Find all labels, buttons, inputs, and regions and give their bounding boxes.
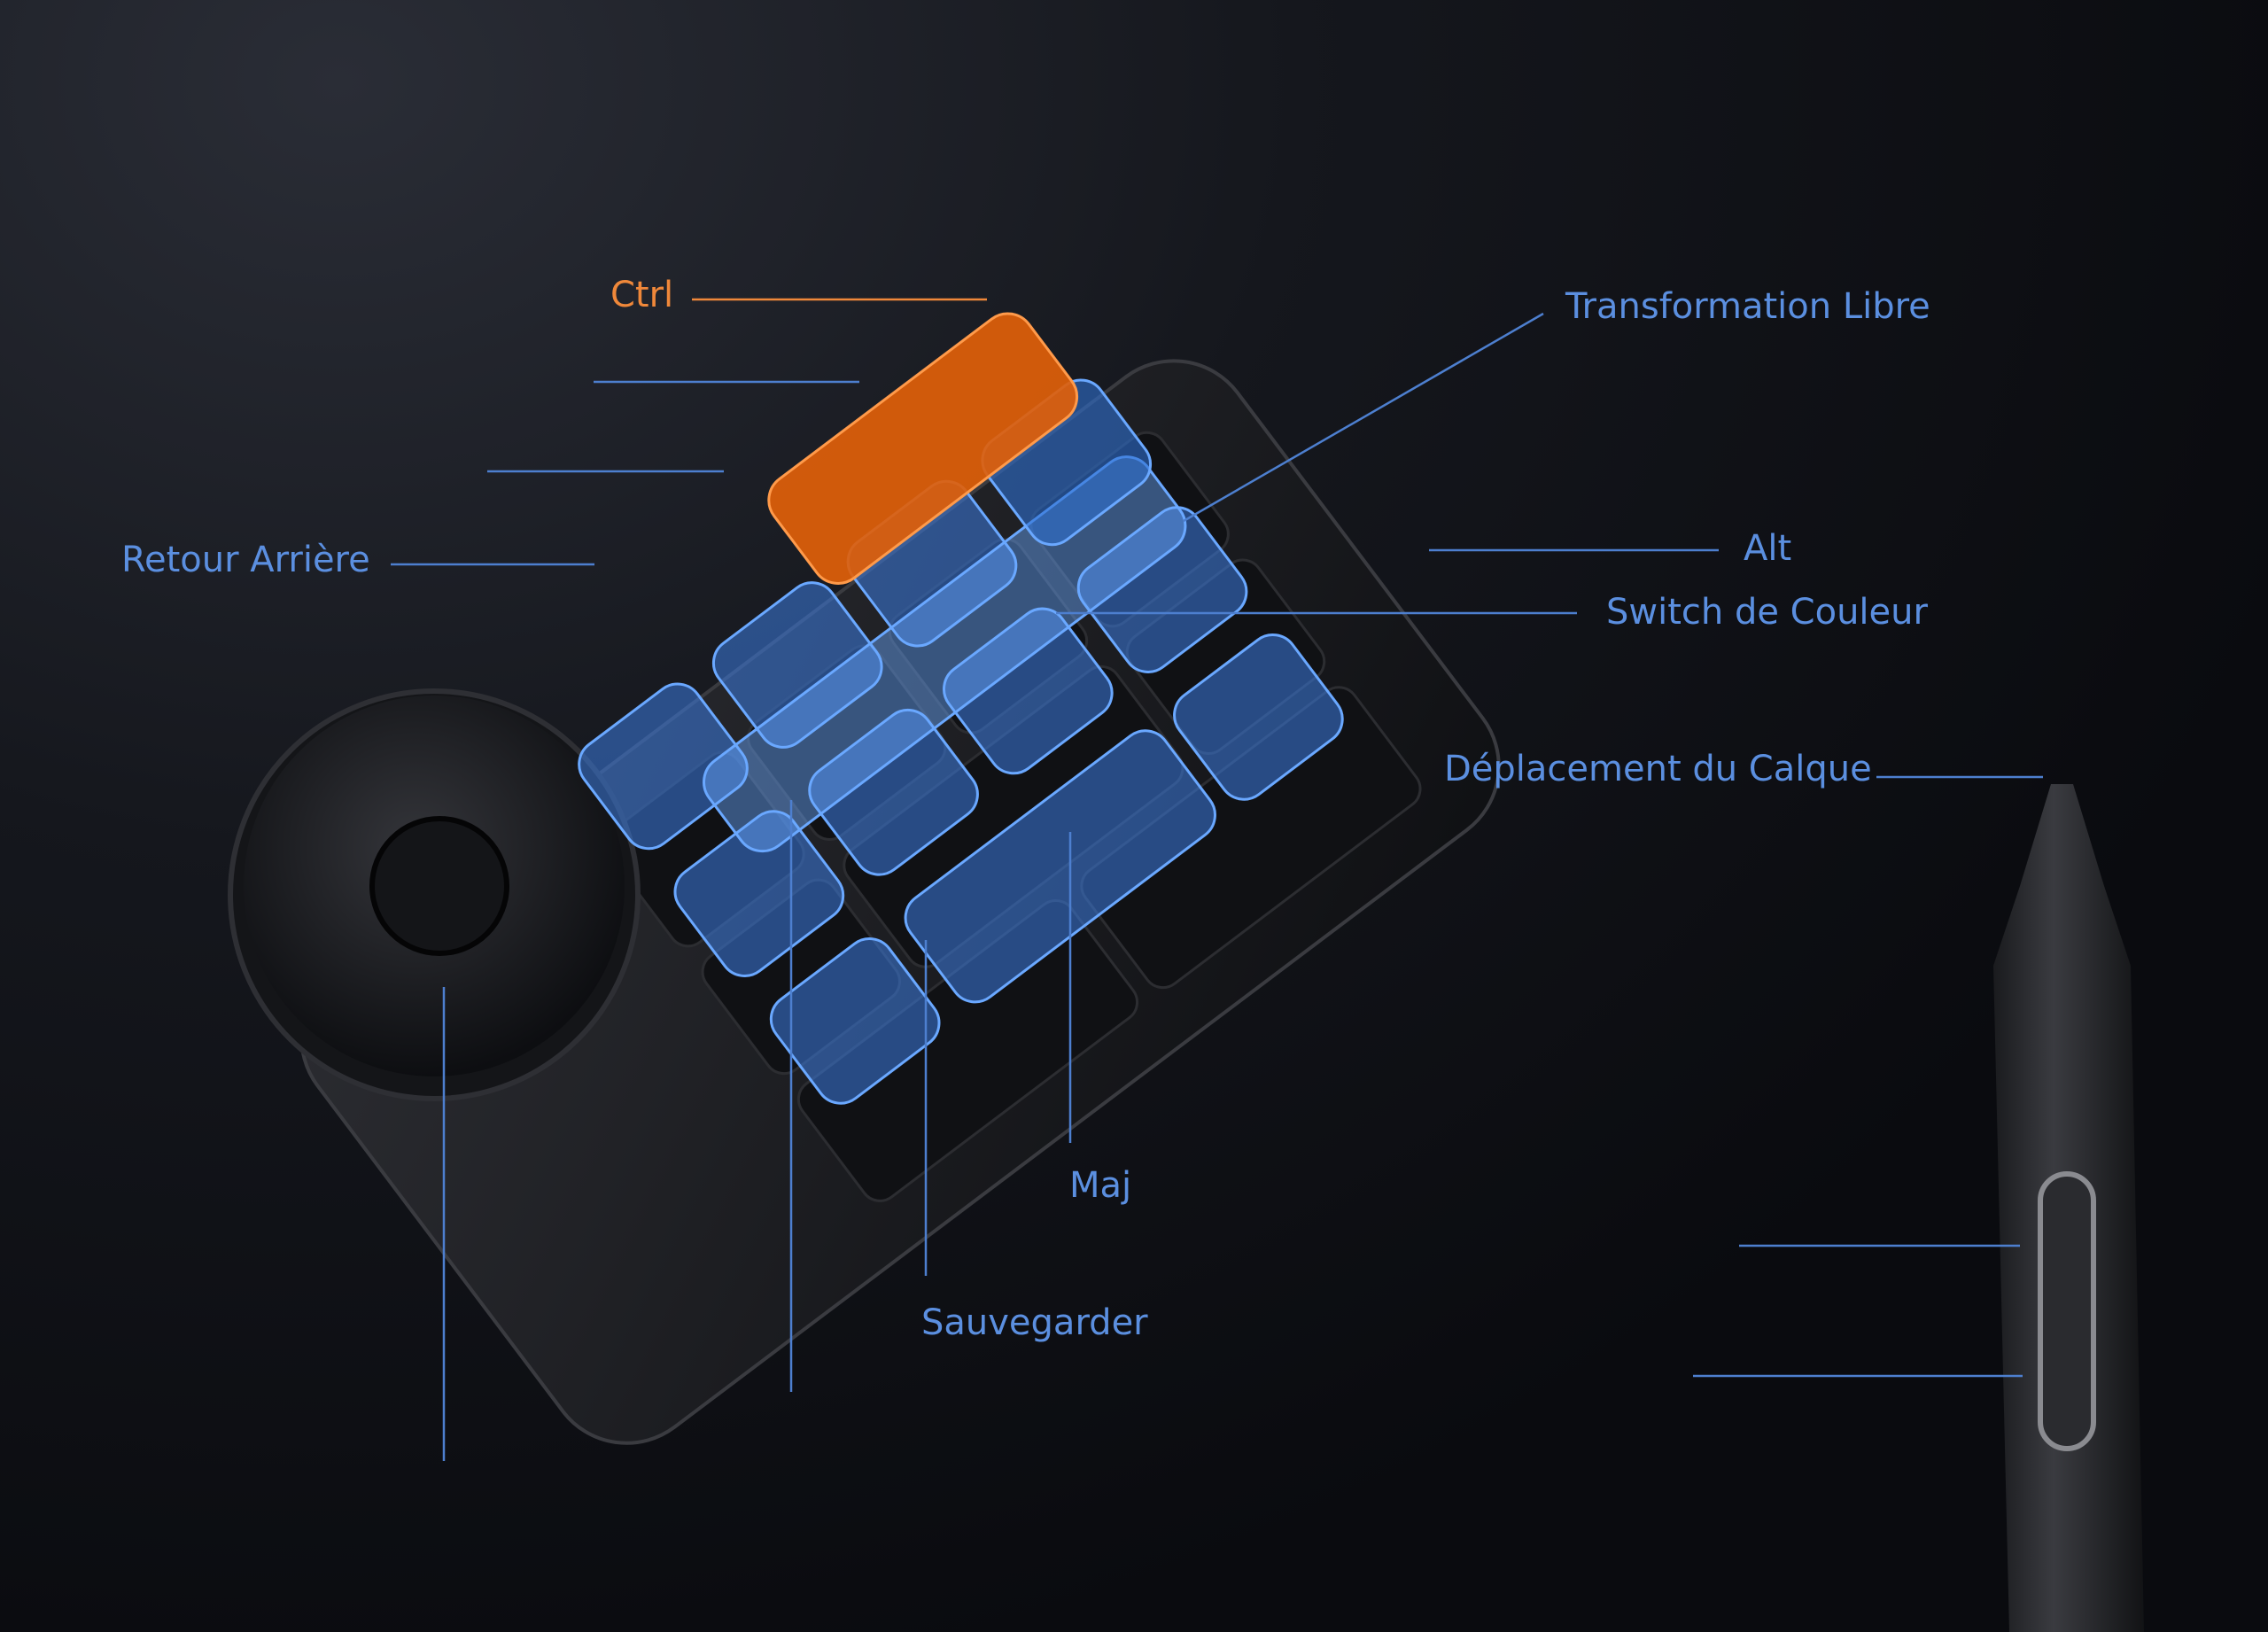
dial-center-button [369, 816, 509, 956]
pen-side-button [2038, 1171, 2096, 1451]
label-ctrl: Ctrl [610, 275, 674, 315]
ctrl-key-highlight [767, 312, 1079, 585]
label-switch-couleur: Switch de Couleur [1606, 592, 1928, 633]
label-maj: Maj [1069, 1165, 1132, 1206]
label-alt: Alt [1744, 528, 1792, 569]
key-highlights [578, 312, 1344, 1105]
label-deplacement-calque: Déplacement du Calque [1444, 749, 1872, 789]
label-sauvegarder: Sauvegarder [921, 1302, 1148, 1343]
stylus-pen [1993, 784, 2144, 1632]
leader-lines [391, 298, 2043, 1461]
label-transformation-libre: Transformation Libre [1565, 286, 1930, 327]
label-retour-arriere: Retour Arrière [121, 540, 370, 580]
